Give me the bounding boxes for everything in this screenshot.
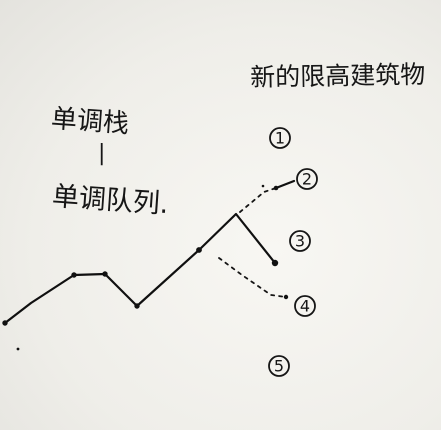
skyline-line — [3, 212, 277, 325]
mark-5-circle — [268, 355, 290, 377]
skyline-node-5 — [196, 247, 202, 253]
stray-dot-2 — [261, 184, 265, 188]
label-monotonic-queue: 单调队列. — [50, 181, 170, 221]
skyline-node-3 — [102, 271, 108, 277]
mark-1: 1 — [269, 127, 291, 149]
mark-3: 3 — [289, 230, 311, 252]
label-monotonic-stack: 单调栈 — [50, 104, 130, 140]
skyline-node-1 — [2, 320, 8, 326]
mark-5: 5 — [268, 355, 290, 377]
mark-3-text: 3 — [295, 232, 305, 251]
diagram-title: 新的限高建筑物 — [249, 59, 426, 92]
mark-5-text: 5 — [274, 357, 284, 376]
mark-1-text: 1 — [275, 129, 285, 148]
skyline-node-4 — [134, 303, 140, 309]
mark-4: 4 — [294, 295, 316, 317]
dashed-link-upper — [239, 187, 277, 213]
mark-4-text: 4 — [300, 297, 310, 316]
mark-1-circle — [269, 127, 291, 149]
mark-3-circle — [289, 230, 311, 252]
mark-2-text: 2 — [302, 170, 312, 189]
link-to-mark-2 — [274, 179, 296, 190]
mark-2-circle — [296, 168, 318, 190]
dashed-link-lower — [218, 257, 287, 298]
mark-2: 2 — [296, 168, 318, 190]
label-separator: | — [98, 141, 106, 166]
skyline-node-2 — [71, 272, 77, 278]
mark-4-start-node — [283, 294, 289, 300]
mark-2-start-node — [273, 185, 279, 191]
stray-dot-1 — [16, 347, 20, 351]
mark-4-circle — [294, 295, 316, 317]
skyline-node-6 — [271, 259, 279, 267]
